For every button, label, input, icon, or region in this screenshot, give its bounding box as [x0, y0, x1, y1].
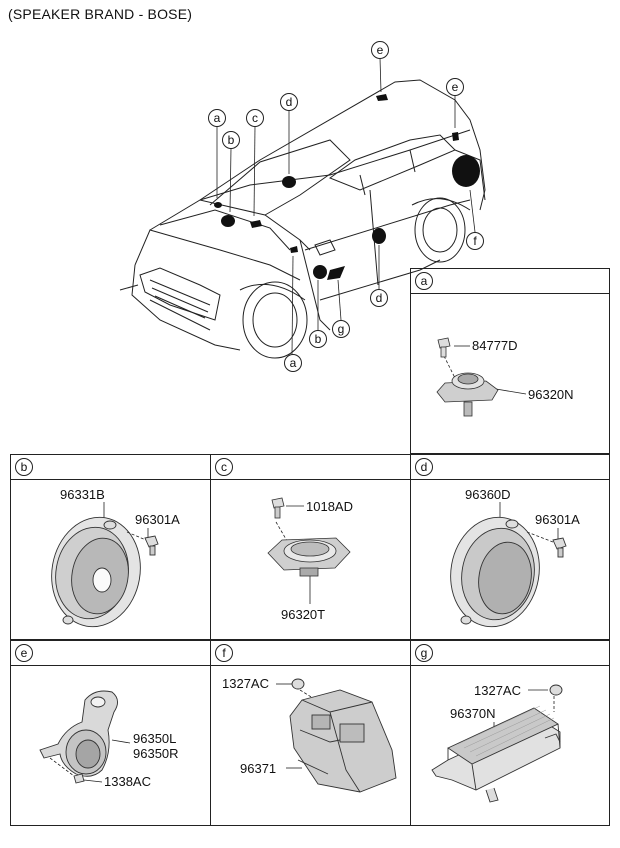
callout-b-top: b [222, 131, 240, 149]
section-d-header [411, 455, 609, 480]
part-number-96370n: 96370N [450, 706, 496, 721]
callout-e-roof: e [371, 41, 389, 59]
part-number-84777d: 84777D [472, 338, 518, 353]
section-f-header [211, 641, 410, 666]
callout-a-bottom: a [284, 354, 302, 372]
callout-c-top: c [246, 109, 264, 127]
section-e-badge: e [15, 644, 33, 662]
section-c-badge: c [215, 458, 233, 476]
section-f-badge: f [215, 644, 233, 662]
callout-f: f [466, 232, 484, 250]
section-b-badge: b [15, 458, 33, 476]
part-number-96320n: 96320N [528, 387, 574, 402]
callout-d-top: d [280, 93, 298, 111]
callout-e-rear: e [446, 78, 464, 96]
section-g-header [411, 641, 609, 666]
section-g [410, 640, 610, 826]
section-g-badge: g [415, 644, 433, 662]
part-number-96360d: 96360D [465, 487, 511, 502]
section-e-header [11, 641, 210, 666]
section-a-header [411, 269, 609, 294]
part-number-96371: 96371 [240, 761, 277, 776]
callout-g: g [332, 320, 350, 338]
part-number-1018ad: 1018AD [306, 499, 353, 514]
section-d-badge: d [415, 458, 433, 476]
part-number-96301a-d: 96301A [535, 512, 580, 527]
section-a [410, 268, 610, 454]
part-number-1338ac: 1338AC [104, 774, 151, 789]
section-a-badge: a [415, 272, 433, 290]
part-number-1327ac-g: 1327AC [474, 683, 521, 698]
part-number-96320t: 96320T [281, 607, 326, 622]
part-number-96350l: 96350L [133, 731, 177, 746]
callout-a-top: a [208, 109, 226, 127]
callout-d-bottom: d [370, 289, 388, 307]
section-b-header [11, 455, 210, 480]
part-number-96301a-b: 96301A [135, 512, 180, 527]
callout-b-bottom: b [309, 330, 327, 348]
part-number-96350r: 96350R [133, 746, 179, 761]
diagram-title: (SPEAKER BRAND - BOSE) [8, 6, 193, 22]
section-c-header [211, 455, 410, 480]
part-number-96331b: 96331B [60, 487, 105, 502]
section-d [410, 454, 610, 640]
part-number-1327ac-f: 1327AC [222, 676, 269, 691]
